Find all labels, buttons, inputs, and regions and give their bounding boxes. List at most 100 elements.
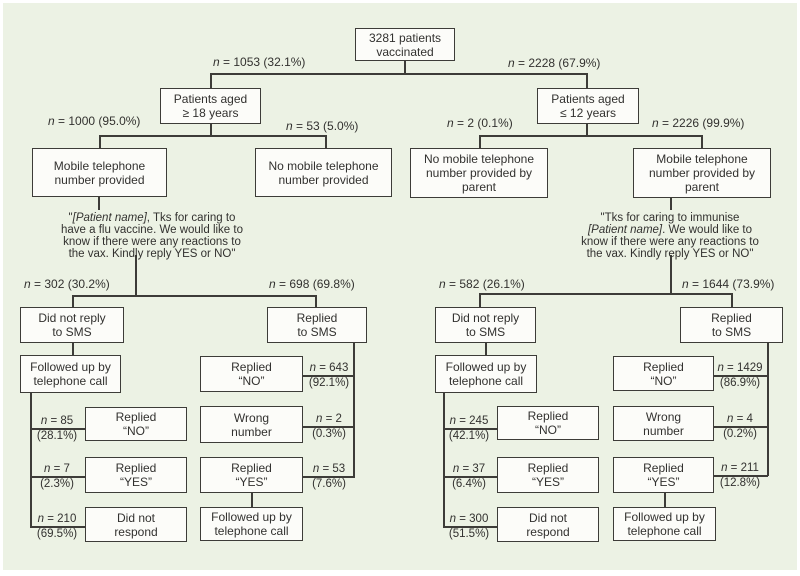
connector-line: [303, 426, 354, 428]
node-call-replied-no-adults: Replied“NO”: [85, 407, 187, 441]
connector-line: [714, 426, 768, 428]
connector-line: [303, 476, 354, 478]
stat-percentage: (6.4%): [452, 477, 486, 490]
node-patients-aged-12minus: Patients aged≤ 12 years: [537, 88, 639, 124]
connector-line: [30, 392, 32, 528]
stat-call-replied-yes-children: n = 37 (6.4%): [440, 462, 498, 491]
connector-line: [485, 342, 487, 355]
stat-percentage: (51.5%): [448, 527, 490, 540]
stat-mobile-provided-children: n = 2226 (99.9%): [652, 116, 745, 130]
stat-n-value: n = 300: [449, 513, 489, 525]
stat-sms-replied-yes-children: n = 211 (12.8%): [711, 461, 769, 490]
connector-line: [404, 60, 406, 74]
connector-line: [315, 295, 317, 307]
node-sms-replied-yes-adults: Replied“YES”: [200, 457, 303, 493]
connector-line: [99, 135, 326, 137]
stat-n-value: n = 85: [40, 415, 74, 427]
stat-percentage: (86.9%): [719, 376, 761, 389]
connector-line: [30, 526, 85, 528]
connector-line: [210, 123, 212, 136]
stat-sms-wrong-number-children: n = 4 (0.2%): [711, 412, 769, 441]
stat-percentage: (42.1%): [448, 429, 490, 442]
connector-line: [586, 123, 588, 136]
stat-n-value: n = 643: [309, 362, 349, 374]
connector-line: [98, 197, 100, 210]
connector-line: [353, 342, 355, 478]
node-sms-replied-no-children: Replied“NO”: [613, 356, 714, 391]
stat-aged-18plus: n = 1053 (32.1%): [213, 55, 306, 69]
stat-mobile-provided-adults: n = 1000 (95.0%): [48, 114, 141, 128]
stat-n-value: n = 37: [452, 463, 486, 475]
connector-line: [443, 526, 497, 528]
connector-line: [443, 476, 497, 478]
stat-replied-sms-children: n = 1644 (73.9%): [682, 277, 775, 291]
connector-line: [135, 255, 137, 296]
connector-line: [586, 73, 588, 88]
node-sms-replied-yes-children: Replied“YES”: [613, 457, 714, 493]
stat-n-value: n = 4: [727, 413, 753, 425]
stat-call-no-response-children: n = 300 (51.5%): [440, 512, 498, 541]
stat-aged-12minus: n = 2228 (67.9%): [508, 56, 601, 70]
stat-percentage: (0.2%): [723, 427, 757, 440]
connector-line: [210, 73, 587, 75]
node-call-replied-yes-adults: Replied“YES”: [85, 457, 187, 493]
connector-line: [714, 375, 768, 377]
stat-n-value: n = 1429: [717, 362, 763, 374]
connector-line: [767, 342, 769, 476]
connector-line: [479, 293, 733, 295]
sms-message-children: "Tks for caring to immunise[Patient name…: [581, 212, 759, 261]
stat-call-replied-no-adults: n = 85 (28.1%): [28, 414, 86, 443]
stat-percentage: (28.1%): [36, 429, 78, 442]
stat-n-value: n = 7: [44, 463, 70, 475]
stat-n-value: n = 245: [449, 415, 489, 427]
connector-line: [72, 295, 74, 307]
stat-call-replied-yes-adults: n = 7 (2.3%): [28, 462, 86, 491]
connector-line: [670, 198, 672, 210]
stat-n-value: n = 211: [721, 462, 759, 474]
connector-line: [303, 375, 354, 377]
node-call-replied-yes-children: Replied“YES”: [497, 457, 599, 493]
stat-call-no-response-adults: n = 210 (69.5%): [26, 512, 88, 541]
stat-percentage: (92.1%): [308, 376, 350, 389]
connector-line: [443, 428, 497, 430]
connector-line: [325, 135, 327, 148]
stat-n-value: n = 210: [37, 513, 77, 525]
connector-line: [443, 392, 445, 528]
connector-line: [664, 492, 666, 507]
stat-replied-sms-adults: n = 698 (69.8%): [269, 277, 355, 291]
connector-line: [72, 342, 74, 355]
connector-line: [72, 295, 316, 297]
stat-sms-replied-no-children: n = 1429 (86.9%): [711, 361, 769, 390]
connector-line: [210, 73, 212, 88]
stat-percentage: (69.5%): [36, 527, 78, 540]
stat-no-reply-sms-children: n = 582 (26.1%): [439, 277, 525, 291]
stat-n-value: n = 53: [312, 463, 346, 475]
connector-line: [30, 476, 85, 478]
stat-n-value: n = 2: [316, 413, 342, 425]
connector-line: [731, 293, 733, 307]
stat-no-mobile-children: n = 2 (0.1%): [447, 116, 513, 130]
stat-percentage: (7.6%): [312, 477, 346, 490]
stat-no-reply-sms-adults: n = 302 (30.2%): [24, 277, 110, 291]
node-patients-aged-18plus: Patients aged≥ 18 years: [160, 88, 261, 124]
stat-sms-replied-yes-adults: n = 53 (7.6%): [302, 462, 356, 491]
stat-call-replied-no-children: n = 245 (42.1%): [440, 414, 498, 443]
connector-line: [479, 135, 702, 137]
